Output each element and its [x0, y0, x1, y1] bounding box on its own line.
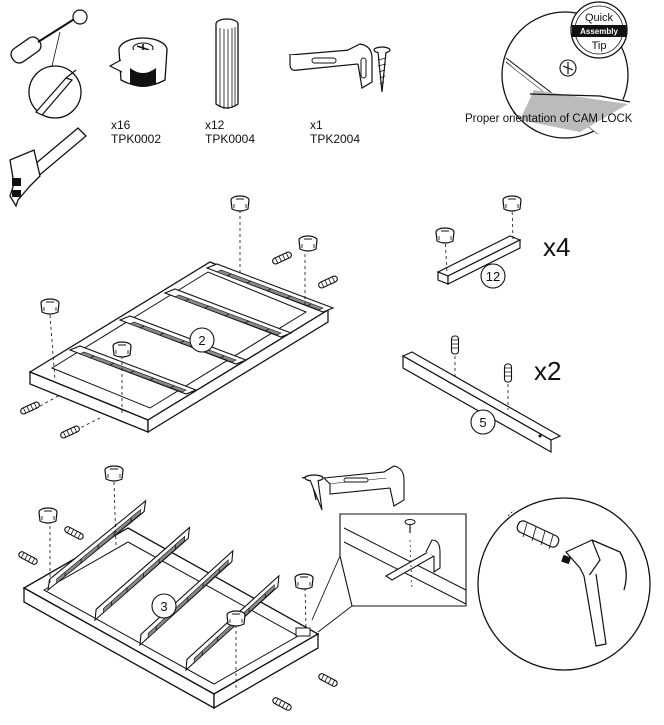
hammer-icon	[9, 127, 87, 208]
part-label-circle	[480, 263, 506, 289]
cam-lock	[112, 341, 132, 358]
cam-lock	[226, 610, 246, 627]
dowel	[503, 363, 513, 383]
dowel-qty: x12	[205, 118, 225, 132]
hammer-dowel-callout-icon	[477, 497, 651, 671]
screwdriver-icon	[10, 9, 88, 119]
cam-lock	[502, 195, 522, 212]
dowel	[271, 696, 293, 712]
part-label-circle	[470, 409, 496, 435]
dowel	[17, 550, 39, 566]
part-3-label: 3	[160, 599, 167, 614]
part-label-circle	[189, 327, 215, 353]
part-2-label: 2	[198, 333, 205, 348]
cam-lock-qty: x16	[111, 118, 131, 132]
part-label-circle	[151, 593, 177, 619]
dowel	[317, 274, 339, 290]
part-12-label: 12	[486, 269, 500, 284]
rail-5-multiplier: x2	[534, 356, 562, 386]
dowel	[59, 424, 81, 440]
panel-3-assembly	[22, 478, 320, 710]
part-5-label: 5	[479, 415, 486, 430]
bracket-qty: x1	[310, 118, 323, 132]
cam-lock	[298, 235, 318, 252]
cam-lock	[104, 465, 124, 482]
dowel	[450, 335, 460, 355]
rail-5	[401, 351, 562, 454]
cam-lock-code: TPK0002	[111, 132, 162, 146]
quick-tip-badge	[570, 1, 628, 59]
dowel	[271, 250, 293, 266]
strip-12-multiplier: x4	[543, 232, 571, 262]
cam-lock	[435, 227, 455, 244]
dowel	[19, 400, 41, 416]
bracket-code: TPK2004	[310, 132, 361, 146]
dowel-code: TPK0004	[205, 132, 256, 146]
dowel	[317, 672, 339, 688]
quick-tip-line2: Assembly	[580, 27, 618, 36]
wood-dowel-icon	[215, 18, 239, 109]
cam-lock	[294, 573, 314, 590]
cam-lock	[38, 507, 58, 524]
dowel	[63, 525, 85, 541]
panel-2-assembly	[28, 210, 335, 434]
l-bracket-icon	[288, 43, 391, 93]
cam-lock	[40, 298, 60, 315]
cam-lock	[230, 195, 250, 212]
quick-tip-caption: Proper orientation of CAM LOCK	[465, 113, 633, 125]
bracket-callout-icon	[301, 465, 467, 633]
cam-lock-icon	[108, 37, 168, 87]
quick-tip-line3: Tip	[592, 40, 607, 52]
strip-12	[436, 205, 522, 285]
quick-tip-line1: Quick	[585, 12, 614, 24]
